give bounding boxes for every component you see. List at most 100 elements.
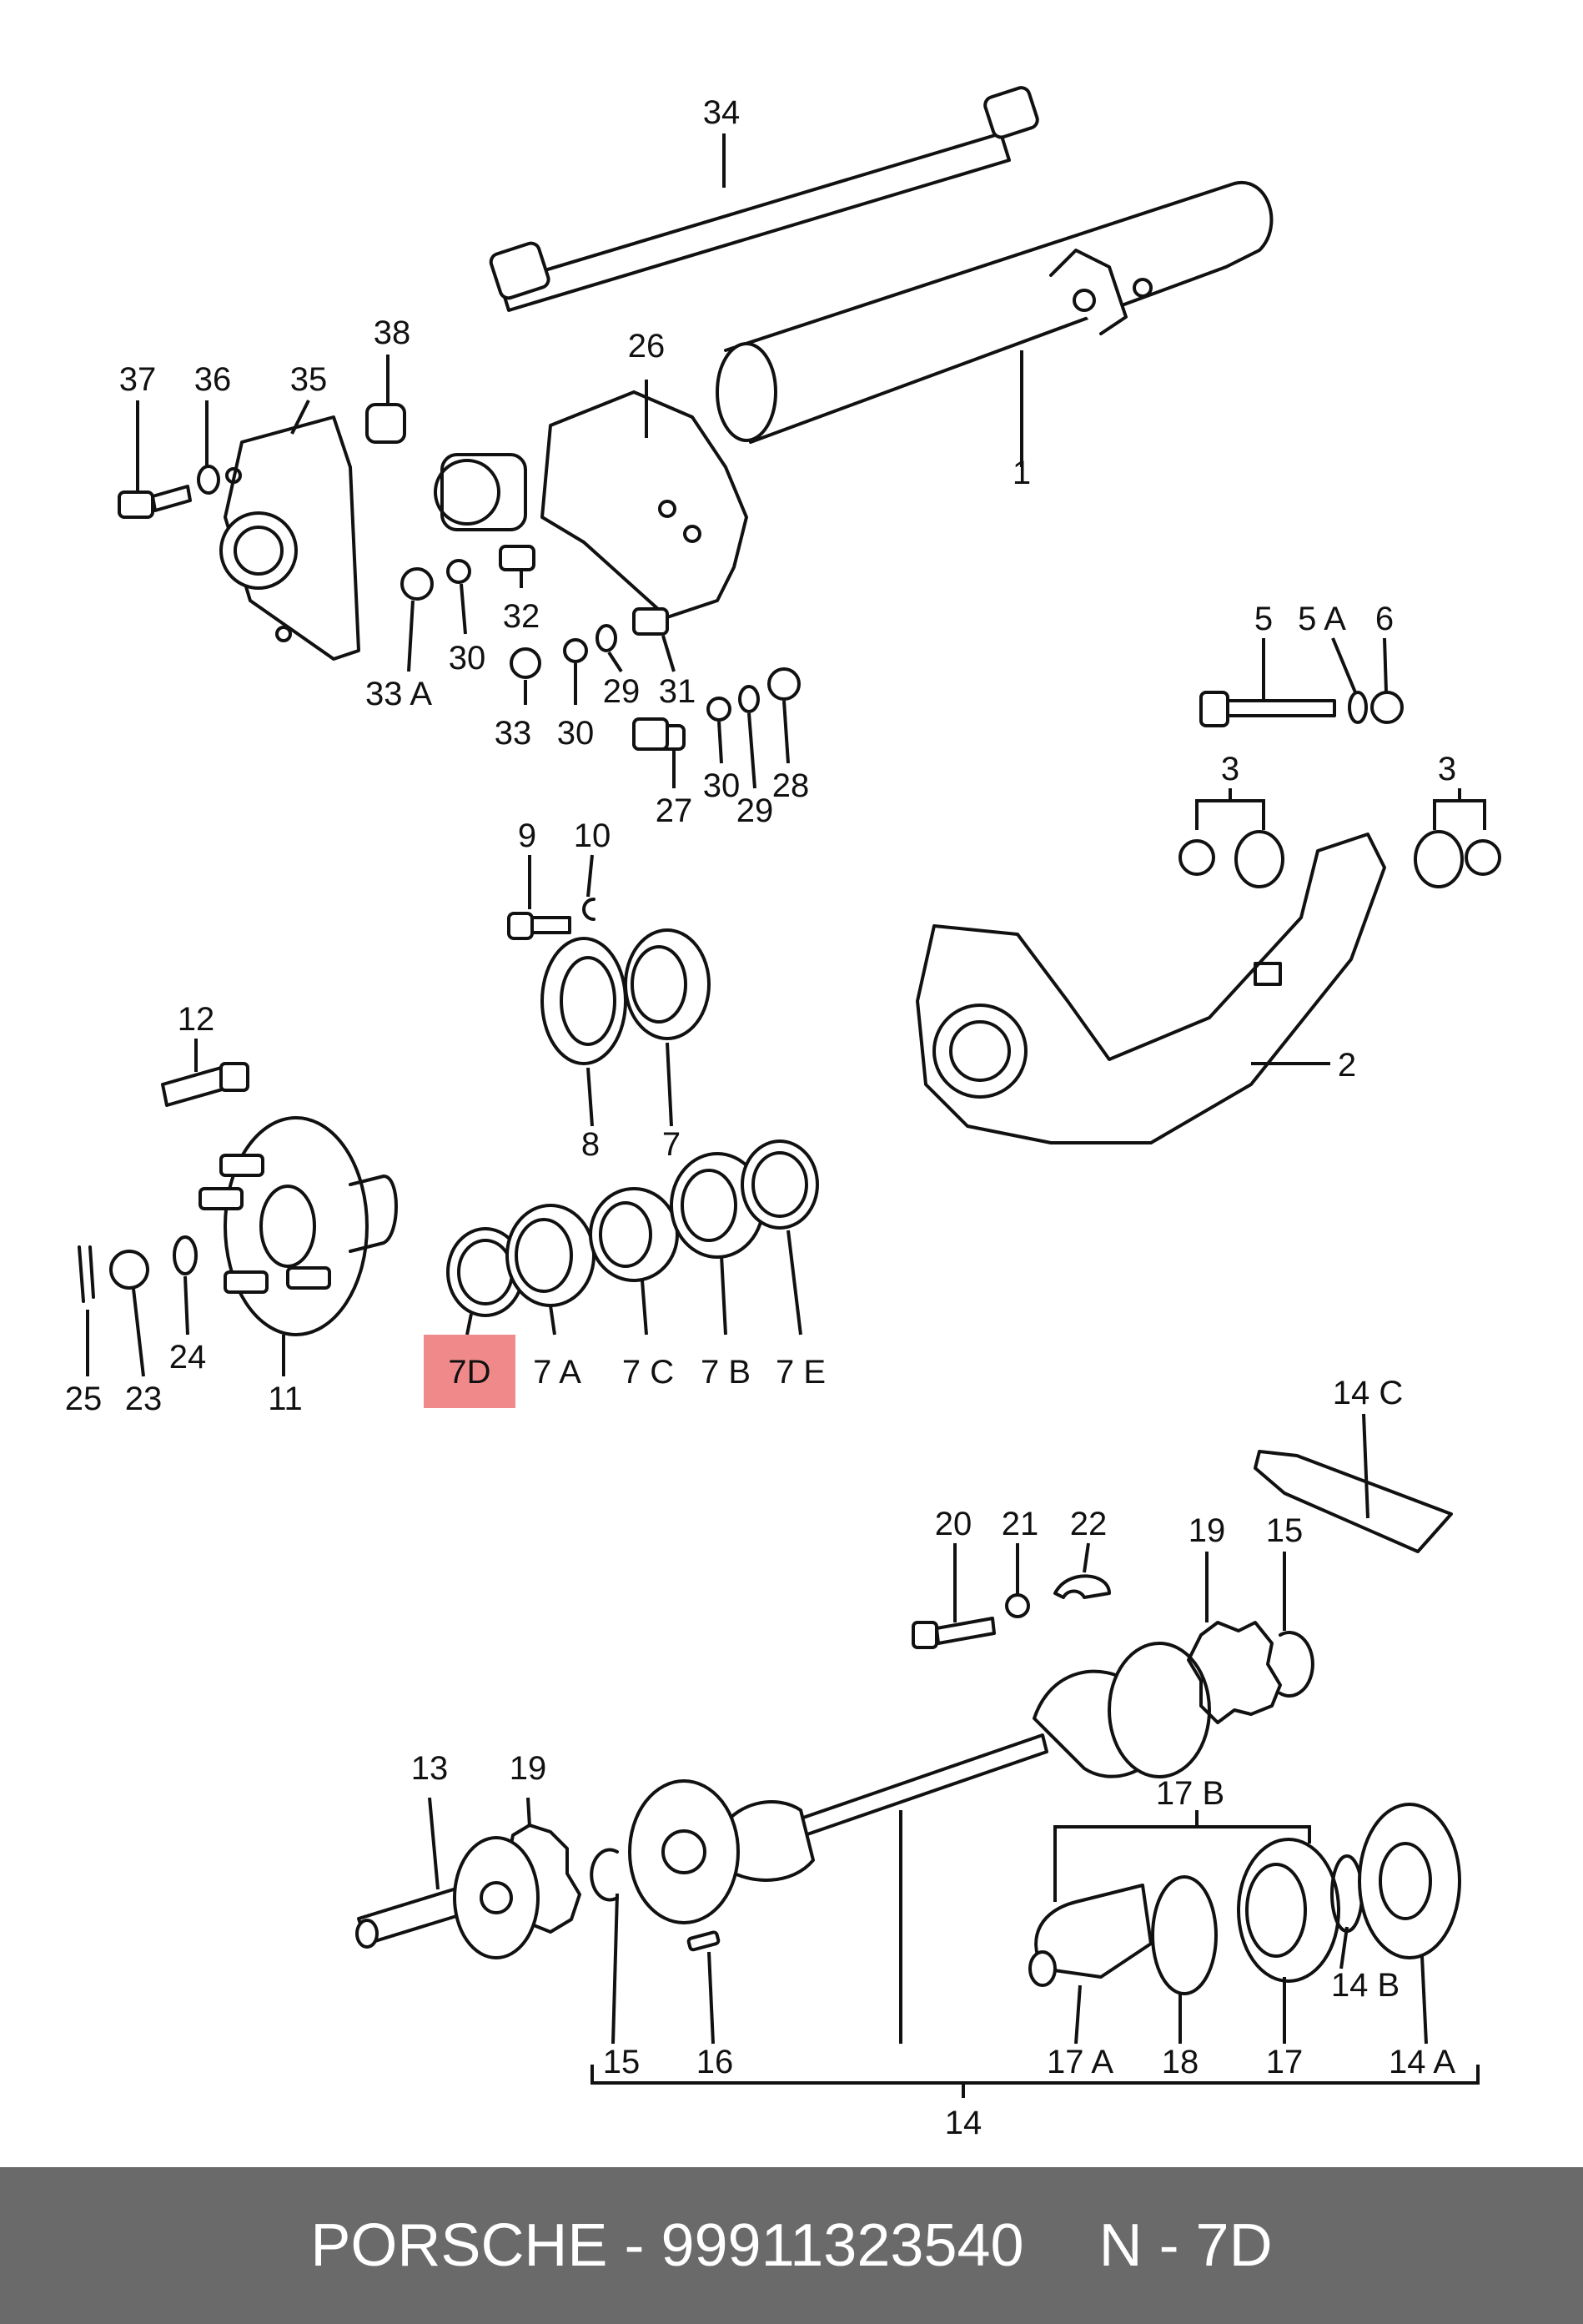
part-34-torsion-bar [489,86,1039,312]
label-36: 36 [194,361,232,398]
label-9: 9 [518,817,536,854]
label-6: 6 [1375,601,1394,637]
label-25: 25 [65,1381,103,1417]
part-23-castle-nut [109,1250,149,1290]
label-8: 8 [581,1126,600,1163]
callout-labels: 34 38 37 36 35 26 1 32 33 A 30 29 31 33 … [65,94,1456,2141]
part-7-bearing [624,928,711,1040]
label-21: 21 [1002,1506,1039,1542]
brand-part-number: PORSCHE - 99911323540 [310,2212,1024,2279]
label-7D: 7D [448,1354,490,1391]
label-2: 2 [1338,1047,1356,1084]
label-7B: 7 B [701,1354,751,1391]
label-17: 17 [1266,2044,1304,2080]
part-29-washer [596,624,617,652]
label-35: 35 [290,361,328,398]
part-18-clamp [1151,1875,1218,1995]
label-30b: 30 [557,715,595,752]
label-26: 26 [628,328,666,365]
leader-lines [86,133,1486,2098]
label-17B: 17 B [1156,1775,1224,1812]
label-7E: 7 E [776,1354,826,1391]
part-8-flange [540,937,627,1065]
part-22-plate [1053,1574,1111,1599]
label-24: 24 [169,1339,207,1376]
label-11: 11 [268,1381,303,1417]
label-13: 13 [411,1750,449,1787]
part-17-joint [1237,1838,1340,1983]
label-18: 18 [1162,2044,1199,2080]
label-37: 37 [119,361,157,398]
label-3a: 3 [1221,751,1239,787]
label-23: 23 [125,1381,163,1417]
label-12: 12 [178,1001,215,1038]
label-14A: 14 A [1389,2044,1455,2080]
part-31-bolt [632,607,669,636]
label-19a: 19 [1189,1512,1226,1549]
part-27-bolt [632,717,686,751]
part-20-bolt [912,1617,996,1649]
part-17A-boot [1028,1884,1153,1987]
highlight-7D [424,1335,515,1408]
part-30-washer-2 [563,638,588,663]
part-35-cover [219,415,360,661]
part-16-key [686,1930,721,1952]
part-36-washer [197,465,220,495]
label-30a: 30 [449,640,486,677]
part-21-washer [1005,1593,1030,1618]
label-31: 31 [659,673,696,710]
label-19b: 19 [510,1750,547,1787]
part-30-washer-3 [706,697,731,722]
label-14C: 14 C [1333,1375,1404,1411]
part-number-banner: PORSCHE - 99911323540 N - 7D [0,2167,1583,2324]
label-27: 27 [656,792,693,829]
label-17A: 17 A [1047,2044,1113,2080]
label-16: 16 [696,2044,734,2080]
part-1-crossmember-tube [716,180,1274,444]
part-7E-seal [741,1139,819,1230]
part-38-bushing [365,403,406,444]
label-33A: 33 A [365,676,432,712]
label-7C: 7 C [622,1354,674,1391]
part-33-nut [510,647,541,679]
label-32: 32 [503,598,540,635]
label-3b: 3 [1438,751,1456,787]
part-5A-washer [1348,691,1368,724]
part-6-nut [1370,691,1404,724]
label-14: 14 [945,2105,982,2141]
label-14B: 14 B [1331,1967,1400,2004]
label-15b: 15 [603,2044,641,2080]
label-20: 20 [935,1506,972,1542]
label-10: 10 [574,817,611,854]
label-30c: 30 [703,767,741,804]
label-28: 28 [772,767,810,804]
label-5: 5 [1254,601,1273,637]
part-9-bolt [507,912,571,940]
part-24-washer [173,1235,198,1275]
label-7: 7 [662,1126,681,1163]
part-14C-grease-tube [1254,1450,1453,1553]
reference-code: N - 7D [1098,2212,1273,2279]
label-34: 34 [703,94,741,131]
label-5A: 5 A [1298,601,1346,637]
part-7A-bearing-race [505,1204,596,1307]
part-32-bolt [499,545,535,571]
part-25-cotter-pin [78,1245,95,1303]
part-19-gasket [1187,1621,1282,1724]
part-30-washer [446,559,471,584]
part-7C-spacer [589,1187,679,1282]
part-28-nut [767,667,801,701]
part-15-circlip [1279,1631,1314,1698]
label-29b: 29 [736,792,774,829]
label-33: 33 [495,715,532,752]
label-29a: 29 [603,673,641,710]
part-12-stud [161,1062,249,1107]
part-29-washer-2 [738,685,760,713]
part-15-circlip-2 [590,1848,619,1902]
part-14A-joint [1358,1803,1461,1959]
part-33A-nut [400,567,434,601]
label-1: 1 [1013,455,1031,491]
part-3-bushings [1178,830,1501,888]
label-22: 22 [1070,1506,1108,1542]
part-13-flange-shaft [355,1836,540,1959]
